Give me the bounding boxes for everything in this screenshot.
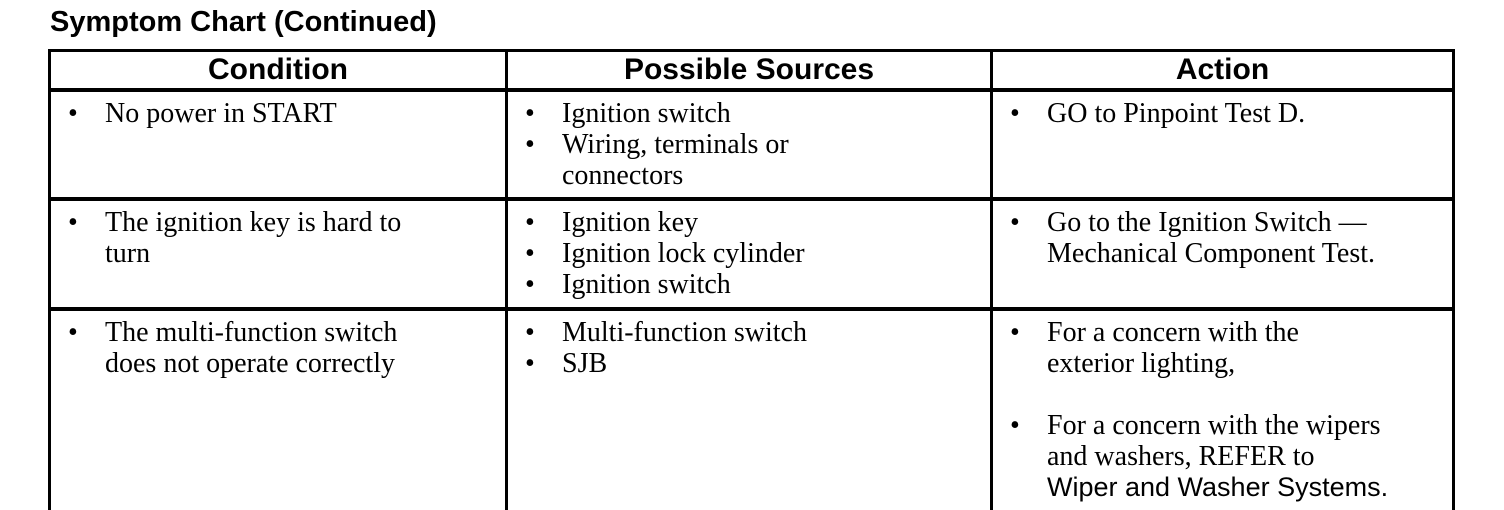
list-item: • SJB: [508, 348, 982, 379]
action-text: For a concern with the wipers and washer…: [1047, 410, 1407, 503]
bullet-icon: •: [1010, 410, 1020, 441]
condition-cell: • No power in START: [48, 88, 508, 201]
action-text: GO to Pinpoint Test D.: [1047, 98, 1306, 129]
source-text: Multi-function switch: [562, 317, 807, 348]
list-item: • Ignition switch: [508, 98, 982, 129]
bullet-icon: •: [68, 98, 78, 129]
action-text: For a concern with the exterior lighting…: [1047, 317, 1299, 379]
action-text: Go to the Ignition Switch — Mechanical C…: [1047, 207, 1376, 269]
list-item: • For a concern with the exterior lighti…: [993, 317, 1444, 379]
source-text: Ignition switch: [562, 269, 731, 300]
list-item: • Ignition key: [508, 207, 982, 238]
list-item: • GO to Pinpoint Test D.: [993, 98, 1444, 129]
bullet-icon: •: [525, 129, 535, 160]
list-item: • No power in START: [51, 98, 497, 129]
bullet-icon: •: [68, 207, 78, 238]
bullet-icon: •: [525, 98, 535, 129]
action-text-main: For a concern with the wipers and washer…: [1047, 410, 1381, 472]
list-item: • For a concern with the wipers and wash…: [993, 410, 1444, 503]
sources-cell: • Ignition key • Ignition lock cylinder …: [505, 197, 993, 311]
symptom-chart-table: Condition Possible Sources Action • No p…: [48, 49, 1455, 510]
list-item: • Ignition switch: [508, 269, 982, 300]
bullet-icon: •: [68, 317, 78, 348]
bullet-icon: •: [525, 207, 535, 238]
source-text: Ignition key: [562, 207, 699, 238]
condition-text: The multi-function switch does not opera…: [105, 317, 398, 379]
table-row: • No power in START • Ignition switch • …: [48, 88, 1455, 201]
sources-cell: • Ignition switch • Wiring, terminals or…: [505, 88, 993, 201]
list-item: • The multi-function switch does not ope…: [51, 317, 497, 379]
bullet-icon: •: [1010, 98, 1020, 129]
bullet-icon: •: [525, 317, 535, 348]
page-title: Symptom Chart (Continued): [50, 6, 437, 38]
column-header-action: Action: [990, 49, 1455, 92]
sources-cell: • Multi-function switch • SJB: [505, 307, 993, 510]
source-text: Ignition switch: [562, 98, 731, 129]
action-cell: • For a concern with the exterior lighti…: [990, 307, 1455, 510]
list-item: • Wiring, terminals or connectors: [508, 129, 982, 191]
bullet-icon: •: [525, 238, 535, 269]
bullet-icon: •: [525, 269, 535, 300]
condition-text: The ignition key is hard to turn: [105, 207, 402, 269]
column-header-possible-sources: Possible Sources: [505, 49, 993, 92]
bullet-icon: •: [1010, 207, 1020, 238]
action-cell: • Go to the Ignition Switch — Mechanical…: [990, 197, 1455, 311]
header-row: Condition Possible Sources Action: [48, 49, 1455, 92]
list-item: • The ignition key is hard to turn: [51, 207, 497, 269]
condition-cell: • The ignition key is hard to turn: [48, 197, 508, 311]
action-cell: • GO to Pinpoint Test D.: [990, 88, 1455, 201]
table-row: • The multi-function switch does not ope…: [48, 307, 1455, 510]
list-item: • Ignition lock cylinder: [508, 238, 982, 269]
list-item: • Go to the Ignition Switch — Mechanical…: [993, 207, 1444, 269]
bullet-icon: •: [525, 348, 535, 379]
table-row: • The ignition key is hard to turn • Ign…: [48, 197, 1455, 311]
source-text: Wiring, terminals or connectors: [562, 129, 789, 191]
action-reference-text: Wiper and Washer Systems.: [1047, 472, 1389, 502]
list-item: • Multi-function switch: [508, 317, 982, 348]
condition-text: No power in START: [105, 98, 337, 129]
bullet-icon: •: [1010, 317, 1020, 348]
column-header-condition: Condition: [48, 49, 508, 92]
source-text: Ignition lock cylinder: [562, 238, 805, 269]
source-text: SJB: [562, 348, 608, 379]
condition-cell: • The multi-function switch does not ope…: [48, 307, 508, 510]
